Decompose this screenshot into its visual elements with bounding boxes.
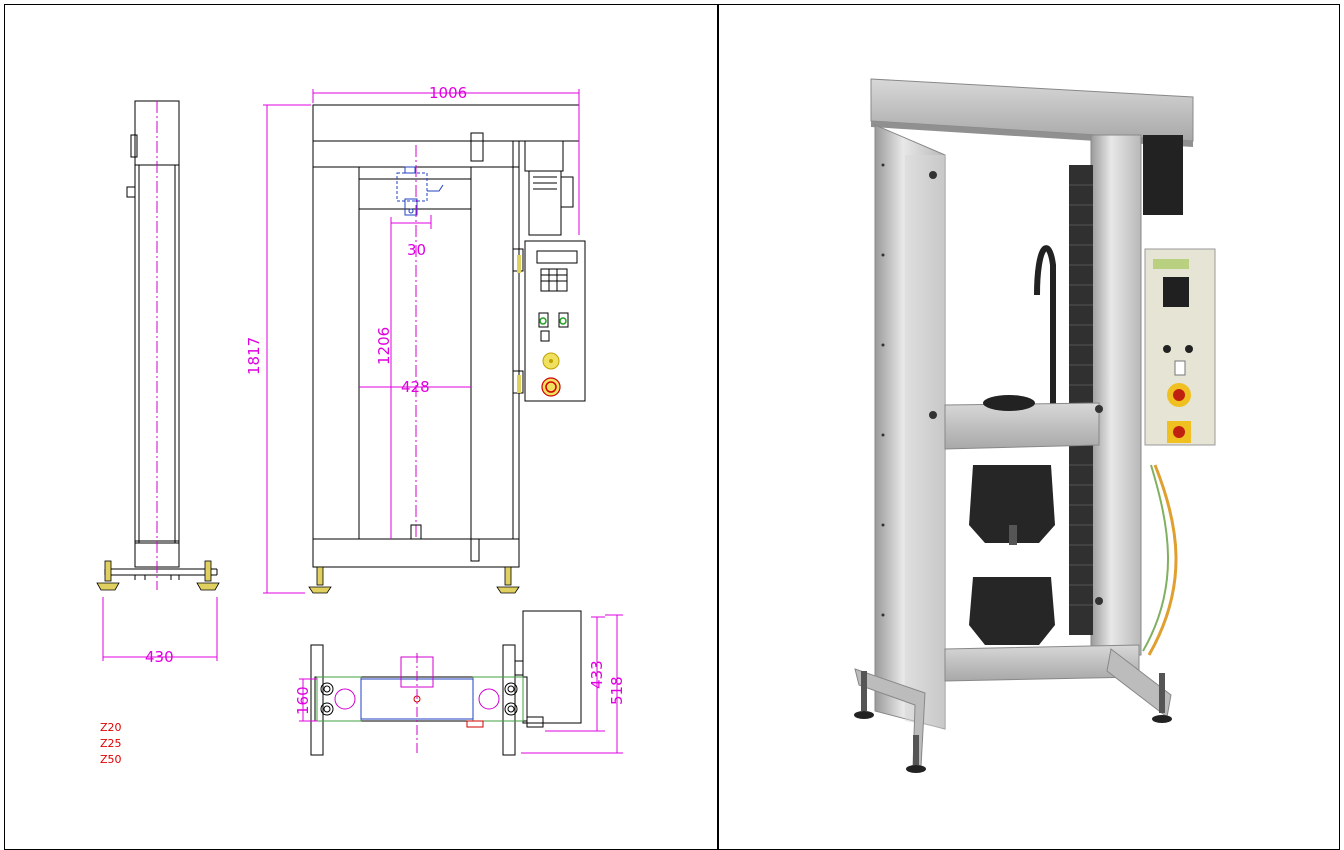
model-label-2: Z50 <box>100 753 122 766</box>
crosshead <box>944 402 1100 450</box>
technical-drawing: 1006 1817 30 1206 428 430 <box>96 84 626 766</box>
lead-screw-bellows <box>1069 165 1093 635</box>
grip-detail <box>396 166 444 216</box>
technical-drawing-panel: 1006 1817 30 1206 428 430 <box>4 4 718 850</box>
dim-base-width: 430 <box>145 648 174 666</box>
upper-grip <box>969 465 1055 543</box>
top-dimension-texts: 160 433 518 <box>294 660 626 715</box>
ground-cable <box>1142 464 1170 652</box>
side-dimension-lines <box>102 597 218 661</box>
front-dimension-texts: 1006 1817 30 1206 428 <box>245 84 467 396</box>
dim-base-depth: 160 <box>294 686 312 715</box>
dim-cabinet-depth: 433 <box>588 660 606 689</box>
front-view <box>312 104 586 568</box>
front-view-feet <box>308 566 520 594</box>
top-view <box>310 610 582 756</box>
front-dimension-lines <box>263 89 580 594</box>
model-label-0: Z20 <box>100 721 122 734</box>
model-labels: Z20 Z25 Z50 <box>100 721 122 766</box>
side-view-feet <box>96 560 220 591</box>
dim-clear-width: 428 <box>401 378 430 396</box>
lower-grip <box>969 577 1055 645</box>
motor <box>1143 135 1183 215</box>
power-cable <box>1147 464 1178 656</box>
model-label-1: Z25 <box>100 737 122 750</box>
dim-overall-width: 1006 <box>429 84 467 102</box>
dim-total-depth: 518 <box>608 676 626 705</box>
side-view <box>104 100 218 580</box>
load-cell-cable <box>1034 245 1056 405</box>
dim-overall-height: 1817 <box>245 337 263 375</box>
testing-machine-photo <box>854 78 1216 773</box>
right-column <box>1090 134 1142 656</box>
lower-grip-anchor <box>410 524 422 540</box>
dim-crosshead-offset: 30 <box>407 241 426 259</box>
top-view-details <box>316 656 524 728</box>
front-view-buttons <box>517 255 567 397</box>
top-dimension-lines <box>299 614 623 754</box>
product-photo-panel <box>718 4 1340 850</box>
dim-stroke-length: 1206 <box>375 327 393 365</box>
